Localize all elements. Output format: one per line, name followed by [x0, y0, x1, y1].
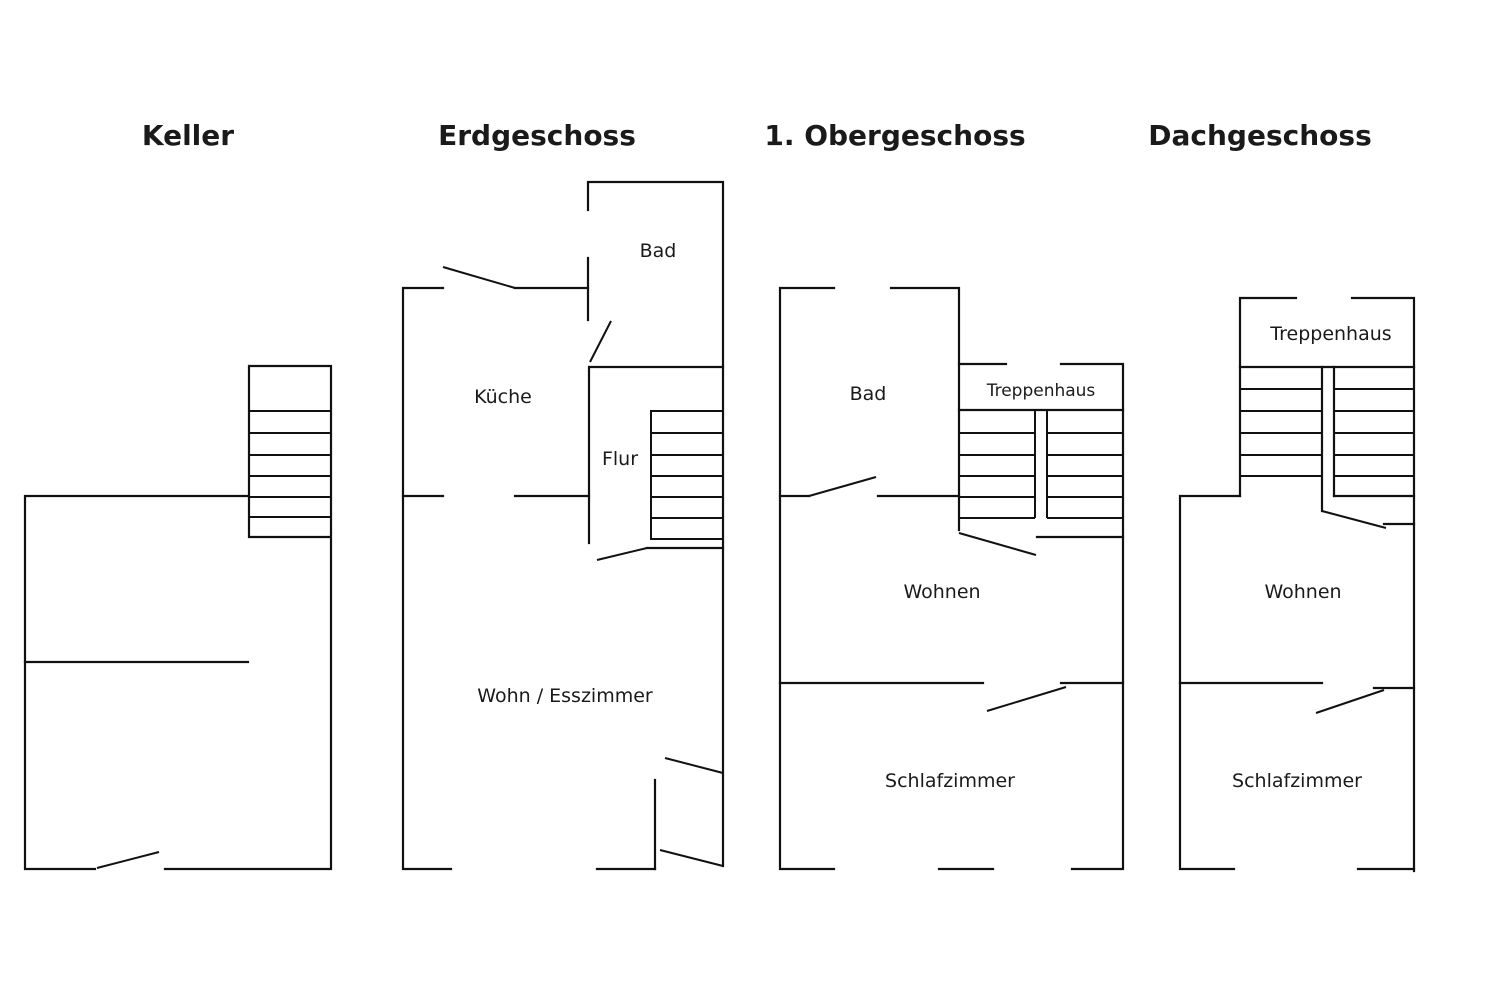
floor-title-dachgeschoss: Dachgeschoss	[1148, 119, 1371, 152]
stairs-keller	[249, 410, 331, 518]
room-label-kueche: Küche	[474, 386, 532, 408]
floor-title-keller: Keller	[142, 119, 234, 152]
room-label-dg-wohnen: Wohnen	[1264, 581, 1341, 603]
walls-obergeschoss	[778, 286, 1125, 871]
walls-keller	[23, 364, 333, 871]
floor-dachgeschoss: Dachgeschoss	[1148, 119, 1416, 873]
doors-erdgeschoss	[442, 266, 724, 867]
door-og-schlafzimmer	[986, 686, 1067, 712]
door-entrance	[659, 849, 724, 867]
room-label-flur: Flur	[602, 448, 638, 470]
doors-dachgeschoss	[1315, 510, 1387, 714]
door-og-bad	[808, 476, 877, 497]
room-label-og-schlafzimmer: Schlafzimmer	[885, 770, 1015, 792]
floor-title-obergeschoss: 1. Obergeschoss	[764, 119, 1025, 152]
door-wohnzimmer-side	[664, 757, 724, 774]
floor-erdgeschoss: Erdgeschoss	[401, 119, 725, 871]
room-label-og-bad: Bad	[850, 383, 887, 405]
walls-erdgeschoss	[401, 180, 725, 871]
room-label-wohn-esszimmer: Wohn / Esszimmer	[477, 685, 653, 707]
door-og-treppenhaus	[958, 532, 1037, 556]
door-flur	[596, 547, 648, 561]
room-label-dg-treppenhaus: Treppenhaus	[1269, 323, 1391, 345]
room-label-og-wohnen: Wohnen	[903, 581, 980, 603]
floor-obergeschoss-1: 1. Obergeschoss	[764, 119, 1125, 871]
door-dg-treppenhaus	[1321, 510, 1387, 529]
walls-dachgeschoss	[1178, 296, 1416, 873]
door-kueche-top	[442, 266, 516, 289]
stairs-erdgeschoss	[650, 410, 723, 540]
room-label-bad: Bad	[640, 240, 677, 262]
stairs-dachgeschoss	[1240, 388, 1414, 477]
room-label-og-treppenhaus: Treppenhaus	[986, 381, 1096, 401]
door-dg-schlafzimmer	[1315, 689, 1385, 714]
floor-keller: Keller	[23, 119, 333, 871]
door-bad	[589, 320, 612, 363]
doors-obergeschoss	[808, 476, 1067, 712]
room-label-dg-schlafzimmer: Schlafzimmer	[1232, 770, 1362, 792]
floor-title-erdgeschoss: Erdgeschoss	[438, 119, 636, 152]
door-keller-entrance	[96, 851, 160, 869]
stairs-obergeschoss	[959, 410, 1123, 519]
